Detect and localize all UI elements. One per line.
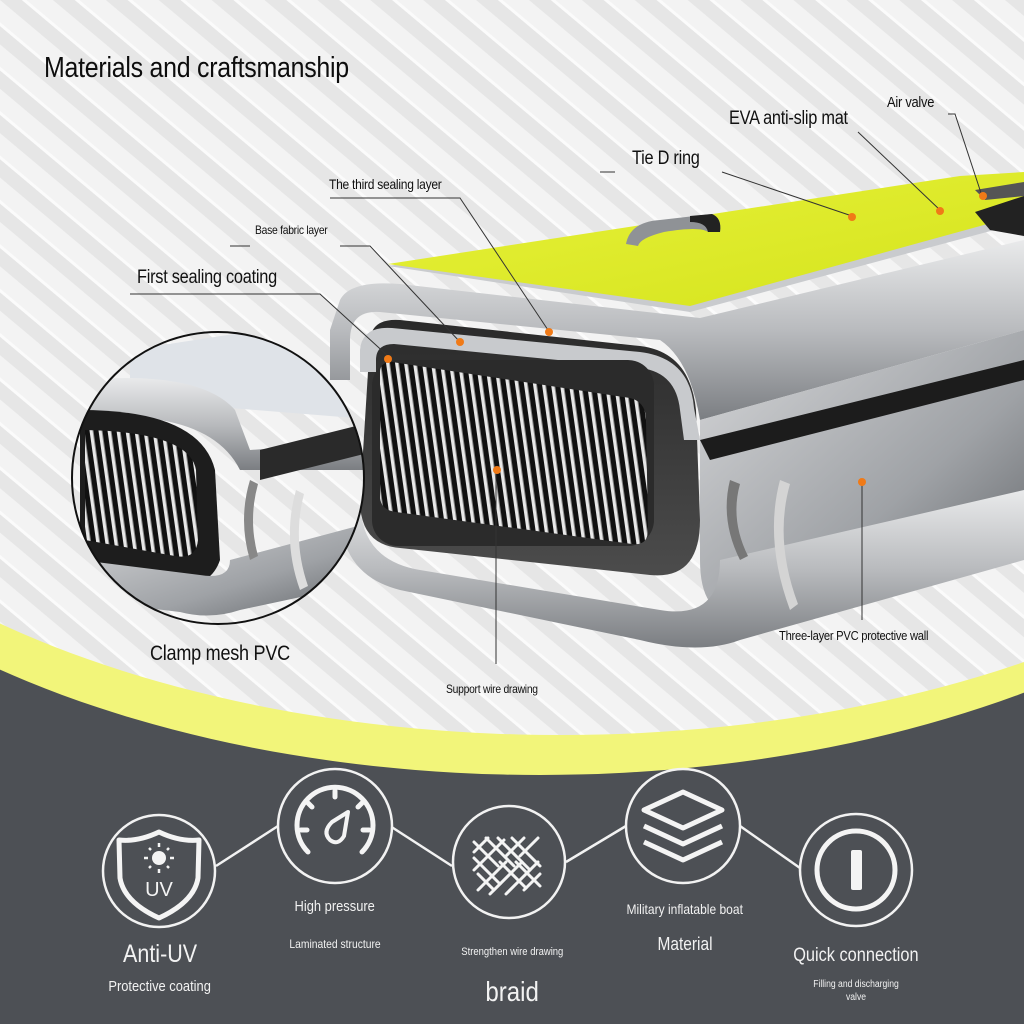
- callout-three-layer-wall: Three-layer PVC protective wall: [779, 628, 929, 643]
- feature-anti-uv-subtitle: Protective coating: [108, 978, 212, 995]
- feature-high-pressure-subtitle: Laminated structure: [289, 937, 381, 951]
- callout-tie-d-ring: Tie D ring: [632, 148, 700, 169]
- feature-quick-connection-title: Quick connection: [793, 945, 919, 966]
- callout-clamp-mesh-pvc: Clamp mesh PVC: [150, 642, 290, 665]
- callout-support-wire-drawing: Support wire drawing: [446, 682, 538, 696]
- page-title: Materials and craftsmanship: [44, 52, 349, 84]
- feature-material-subtitle: Military inflatable boat: [626, 901, 744, 917]
- feature-braid-subtitle: Strengthen wire drawing: [460, 946, 564, 958]
- feature-high-pressure-title: High pressure: [294, 898, 376, 915]
- feature-material-title: Material: [657, 934, 713, 954]
- feature-quick-connection-subtitle: Filling and discharging valve: [813, 979, 899, 1003]
- feature-braid-title: braid: [485, 976, 539, 1007]
- feature-anti-uv-title: Anti-UV: [122, 940, 198, 968]
- callout-third-sealing-layer: The third sealing layer: [329, 176, 442, 192]
- callout-air-valve: Air valve: [887, 94, 935, 111]
- callout-eva-mat: EVA anti-slip mat: [729, 108, 848, 129]
- callout-base-fabric-layer: Base fabric layer: [255, 223, 328, 237]
- callout-first-sealing-coating: First sealing coating: [137, 267, 277, 288]
